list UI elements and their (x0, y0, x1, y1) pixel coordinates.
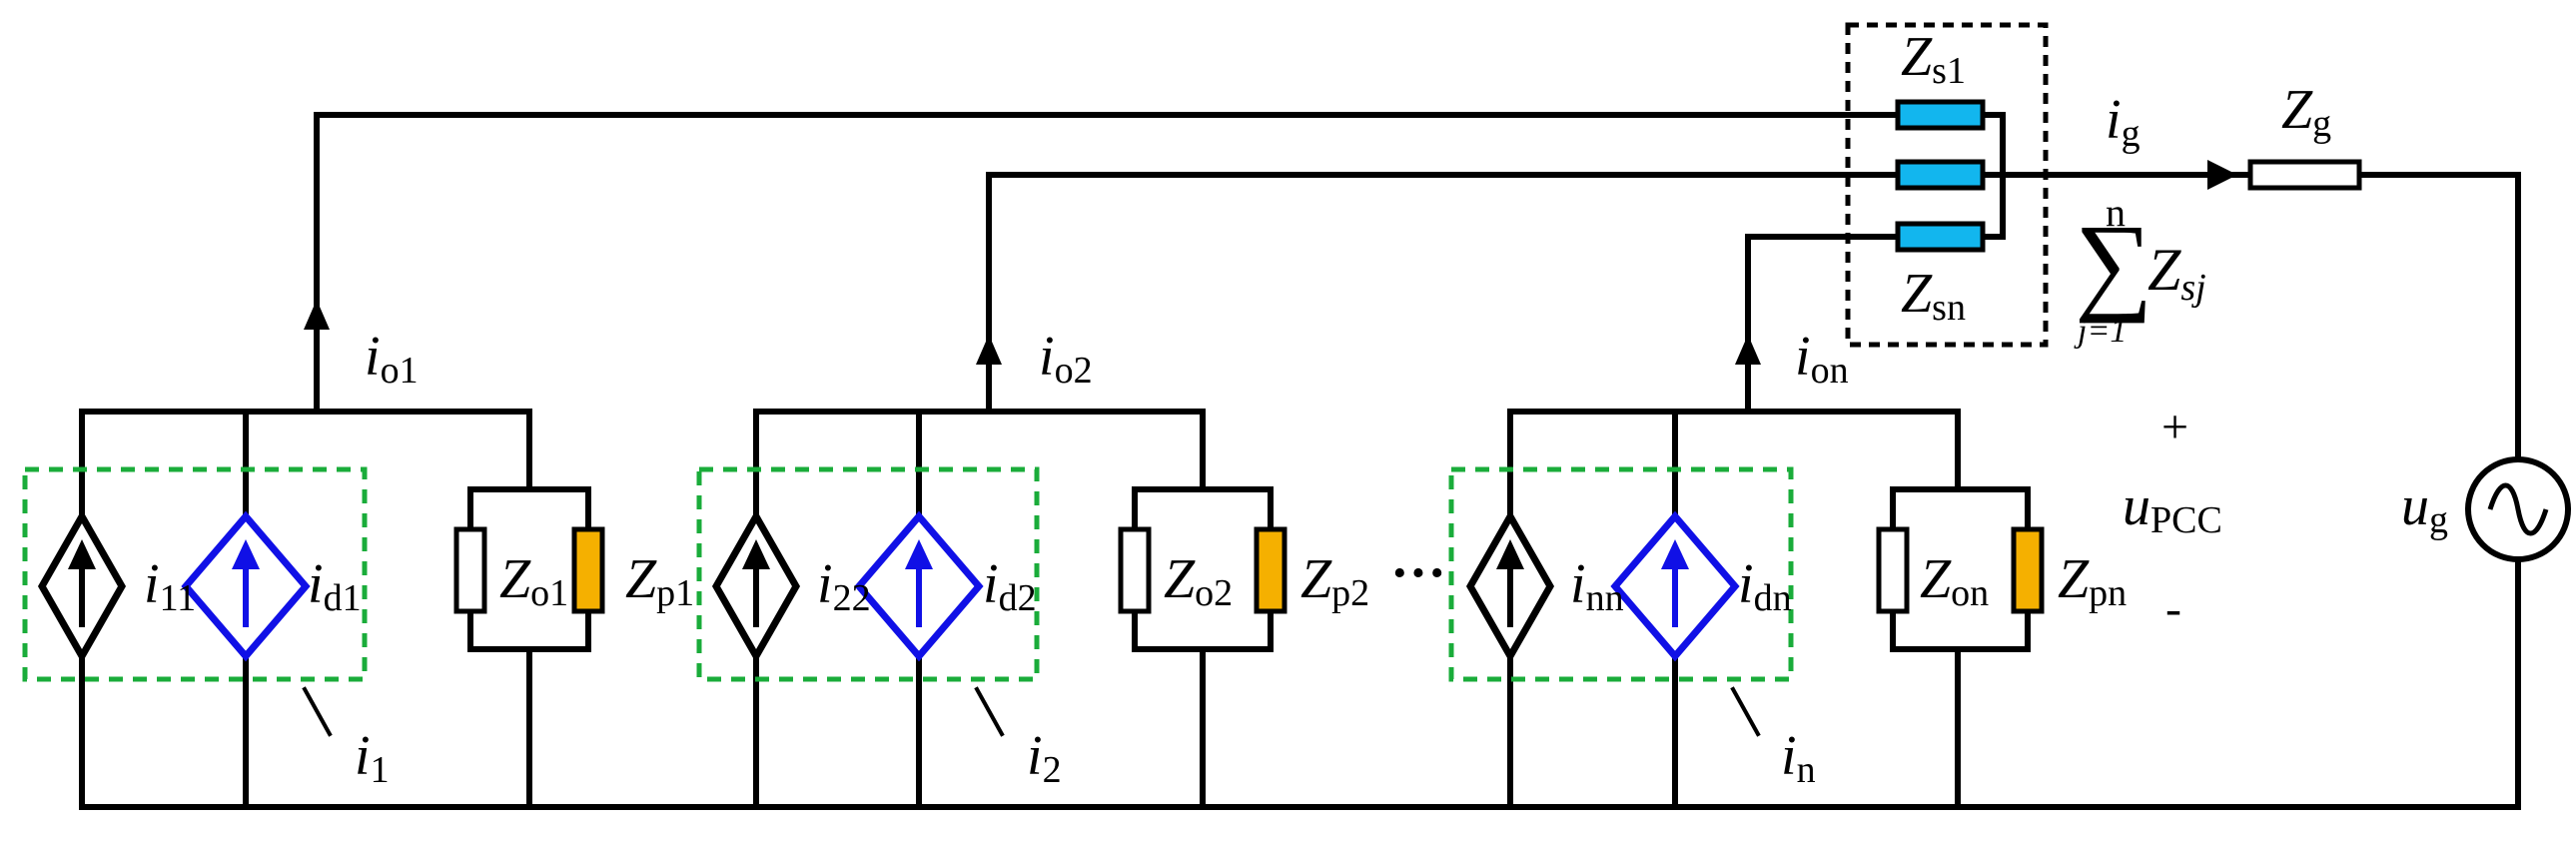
sum-symbol: ∑ (2075, 202, 2152, 324)
zsn-resistor (1895, 221, 1986, 253)
zs1-label: Zs1 (1901, 26, 1966, 92)
unit-1-zo-label: Zo1 (499, 548, 568, 614)
unit-1-current-source (37, 508, 127, 664)
unit-1-zp-resistor (571, 526, 605, 614)
grid-impedance-label: Zg (2281, 79, 2331, 145)
zs2-resistor (1895, 159, 1986, 191)
unit-2-zo-resistor (1118, 526, 1152, 614)
unit-n-droop-source (1610, 510, 1740, 662)
unit-2-source-label: i22 (817, 553, 871, 619)
unit-n-pair-top (1890, 486, 2031, 532)
grid-source (2465, 456, 2571, 562)
unit-2-group-box (696, 466, 1040, 682)
unit-1-pair-bottom (467, 608, 591, 652)
unit-2-dsource-label: id2 (983, 553, 1037, 619)
unit-1-zo-resistor (453, 526, 487, 614)
unit-2-zo-label: Zo2 (1164, 548, 1233, 614)
unit-2-group-leader (974, 686, 1005, 737)
unit-1-droop-source (181, 510, 311, 662)
grid-source-label: ug (2401, 475, 2448, 541)
line-impedance-dashed-box (1845, 22, 2049, 348)
unit-1-output-label: io1 (365, 326, 419, 392)
unit-2-current-source (711, 508, 801, 664)
pcc-voltage-label: uPCC (2123, 475, 2222, 541)
unit-1-group-box (22, 466, 368, 682)
inverter-unit-2 (696, 335, 1288, 810)
sum-term: Zsj (2147, 237, 2206, 309)
unit-n-zp-label: Zpn (2058, 548, 2127, 614)
inverter-unit-n (1448, 335, 2045, 810)
units-ellipsis: ··· (1390, 542, 1446, 604)
grid-current-arrow (2207, 160, 2237, 190)
unit-n-group-box (1448, 466, 1794, 682)
unit-2-pair-top (1132, 486, 1274, 532)
feeder-2 (986, 172, 1901, 415)
unit-n-zp-resistor (2011, 526, 2045, 614)
unit-n-current-source (1465, 508, 1555, 664)
sum-upper: n (2106, 190, 2126, 235)
unit-2-group-label: i2 (1027, 725, 1062, 791)
unit-1-source-label: i11 (144, 553, 196, 619)
unit-1-zp-label: Zp1 (625, 548, 694, 614)
zs1-resistor (1895, 99, 1986, 131)
sum-lower: j=1 (2074, 313, 2127, 350)
grid-current-label: ig (2106, 89, 2141, 155)
unit-n-output-arrow (1735, 335, 1761, 365)
unit-1-group-leader (302, 686, 333, 737)
unit-n-zo-resistor (1876, 526, 1910, 614)
grid-impedance-resistor (2247, 159, 2362, 191)
line-impedance-block (1845, 22, 2049, 348)
unit-n-source-label: inn (1570, 553, 1624, 619)
unit-1-dsource-label: id1 (308, 553, 362, 619)
unit-2-droop-source (854, 510, 984, 662)
unit-2-output-label: io2 (1039, 326, 1093, 392)
unit-n-group-label: in (1781, 725, 1816, 791)
unit-2-output-arrow (976, 335, 1002, 365)
unit-n-dsource-label: idn (1738, 553, 1792, 619)
unit-2-zp-label: Zp2 (1300, 548, 1369, 614)
inverter-unit-1 (22, 300, 605, 810)
unit-1-group-label: i1 (355, 725, 390, 791)
unit-1-pair-top (467, 486, 591, 532)
pcc-minus: - (2165, 582, 2181, 635)
unit-2-pair-bottom (1132, 608, 1274, 652)
unit-2-zp-resistor (1254, 526, 1288, 614)
zsn-label: Zsn (1901, 263, 1966, 329)
feeder-1 (314, 112, 1901, 415)
pcc-plus: + (2161, 401, 2188, 453)
sum-of-line-impedances: n ∑ j=1 Zsj (2074, 190, 2206, 350)
unit-n-pair-bottom (1890, 608, 2031, 652)
unit-n-zo-label: Zon (1920, 548, 1989, 614)
unit-n-output-label: ion (1795, 326, 1849, 392)
unit-n-group-leader (1730, 686, 1761, 737)
unit-1-output-arrow (304, 300, 330, 330)
